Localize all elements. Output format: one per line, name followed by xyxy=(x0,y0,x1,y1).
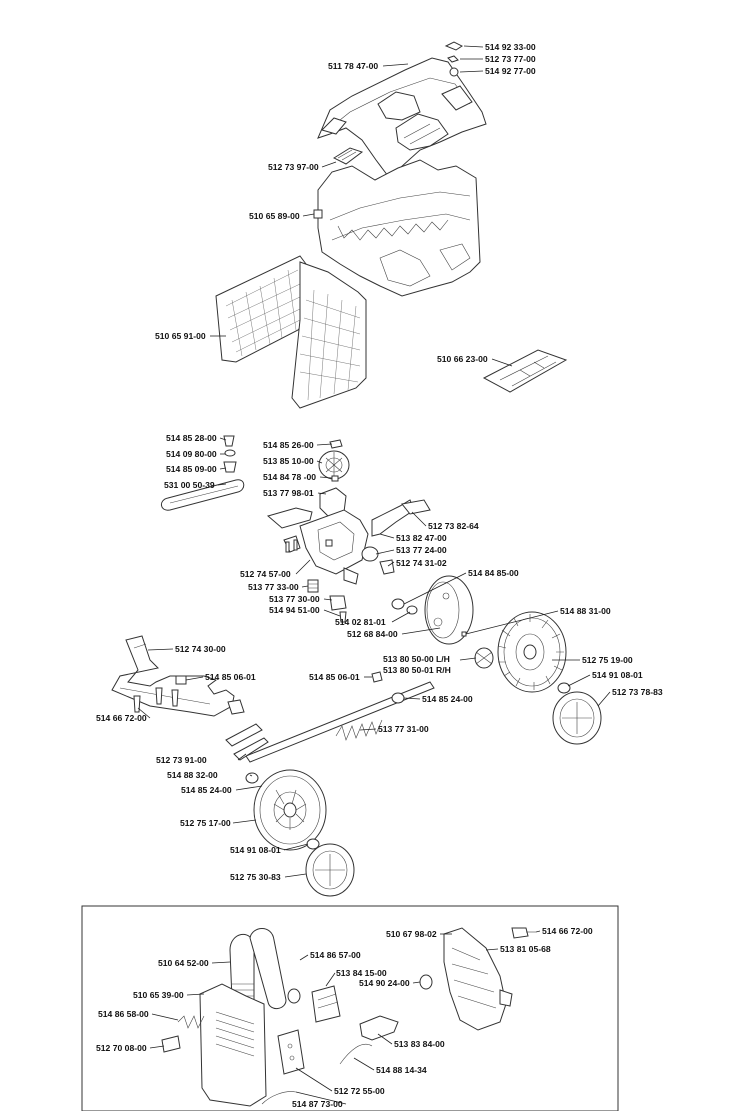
callout-label: 514 90 24-00 xyxy=(359,978,410,988)
callout-label: 514 84 85-00 xyxy=(468,568,519,578)
callout-label: 512 74 31-02 xyxy=(396,558,447,568)
callout-label: 513 83 84-00 xyxy=(394,1039,445,1049)
callout-label: 514 09 80-00 xyxy=(166,449,217,459)
screw-inset-part xyxy=(511,927,536,939)
pulley-part xyxy=(318,439,350,482)
spring-part xyxy=(335,719,383,741)
callout-label: 513 81 05-68 xyxy=(500,944,551,954)
callout-label: 514 88 31-00 xyxy=(560,606,611,616)
callout-label: 513 80 50-01 R/H xyxy=(383,665,451,675)
callout-label: 514 88 32-00 xyxy=(167,770,218,780)
callout-label: 513 85 10-00 xyxy=(263,456,314,466)
small-fasteners-left-part xyxy=(223,435,237,473)
callout-label: 512 74 30-00 xyxy=(175,644,226,654)
callout-label: 514 87 73-00 xyxy=(292,1099,343,1109)
callout-label: 514 02 81-01 xyxy=(335,617,386,627)
callout-label: 513 77 24-00 xyxy=(396,545,447,555)
callout-label: 513 77 33-00 xyxy=(248,582,299,592)
wheel-cap-right-part xyxy=(552,682,602,745)
switch-block-part xyxy=(311,985,341,1023)
callout-label: 510 67 98-02 xyxy=(386,929,437,939)
ring-inset-part xyxy=(287,988,301,1004)
callout-label: 513 77 30-00 xyxy=(269,594,320,604)
callout-label: 512 75 19-00 xyxy=(582,655,633,665)
callout-label: 514 85 26-00 xyxy=(263,440,314,450)
callout-label: 510 65 39-00 xyxy=(133,990,184,1000)
callout-label: 513 80 50-00 L/H xyxy=(383,654,450,664)
drive-gear-part xyxy=(474,647,494,669)
motor-cover-side-part xyxy=(443,927,513,1031)
callout-label: 512 73 77-00 xyxy=(485,54,536,64)
spring-inset-part xyxy=(161,1015,205,1053)
callout-label: 511 78 47-00 xyxy=(328,61,378,71)
callout-label: 512 70 08-00 xyxy=(96,1043,147,1053)
grass-bag-top-part xyxy=(317,57,487,177)
axle-part xyxy=(225,671,435,763)
callout-label: 514 88 14-34 xyxy=(376,1065,427,1075)
front-wheel-left-part xyxy=(253,769,327,851)
callout-label: 514 66 72-00 xyxy=(96,713,147,723)
rear-wheel-right-part xyxy=(497,611,567,693)
discharge-flap-part xyxy=(482,349,568,393)
callout-label: 514 84 78 -00 xyxy=(263,472,316,482)
cable-inset-part xyxy=(261,1015,399,1105)
callout-label: 514 92 33-00 xyxy=(485,42,536,52)
callout-label: 514 85 24-00 xyxy=(422,694,473,704)
callout-label: 514 85 28-00 xyxy=(166,433,217,443)
callout-label: 514 85 06-01 xyxy=(205,672,256,682)
transmission-assembly-part xyxy=(266,499,431,623)
height-adjust-bracket-part xyxy=(111,635,245,717)
belt-part xyxy=(161,479,245,511)
screws-left-part xyxy=(133,675,187,713)
callout-label: 513 77 31-00 xyxy=(378,724,429,734)
callout-label: 510 66 23-00 xyxy=(437,354,488,364)
fastener-group-top-part xyxy=(444,41,463,77)
bag-handle-piece-part xyxy=(332,147,364,165)
callout-label: 531 00 50-39 xyxy=(164,480,215,490)
callout-label: 510 64 52-00 xyxy=(158,958,209,968)
callout-label: 514 86 57-00 xyxy=(310,950,361,960)
grass-bag-mesh-panels-part xyxy=(215,255,367,409)
callout-label: 510 65 91-00 xyxy=(155,331,206,341)
grass-bag-frame-part xyxy=(313,159,481,297)
callout-label: 512 75 30-83 xyxy=(230,872,281,882)
callout-label: 514 94 51-00 xyxy=(269,605,320,615)
callout-label: 512 75 17-00 xyxy=(180,818,231,828)
callout-label: 513 84 15-00 xyxy=(336,968,387,978)
callout-label: 514 85 06-01 xyxy=(309,672,360,682)
lock-cap-part xyxy=(419,974,433,990)
circuit-board-part xyxy=(277,1029,305,1075)
callout-label: 514 85 24-00 xyxy=(181,785,232,795)
callout-label: 514 66 72-00 xyxy=(542,926,593,936)
callout-label: 514 91 08-01 xyxy=(592,670,643,680)
callout-label: 510 65 89-00 xyxy=(249,211,300,221)
wheel-hub-cover-part xyxy=(424,575,474,645)
callout-label: 512 73 78-83 xyxy=(612,687,663,697)
leader-lines xyxy=(137,45,611,1105)
callout-label: 514 92 77-00 xyxy=(485,66,536,76)
callout-label: 513 82 47-00 xyxy=(396,533,447,543)
callout-label: 514 85 09-00 xyxy=(166,464,217,474)
callout-label: 512 72 55-00 xyxy=(334,1086,385,1096)
wheel-cap-left-part xyxy=(305,838,355,897)
callout-label: 512 73 82-64 xyxy=(428,521,479,531)
callout-label: 514 86 58-00 xyxy=(98,1009,149,1019)
callout-label: 512 73 91-00 xyxy=(156,755,207,765)
callout-label: 513 77 98-01 xyxy=(263,488,314,498)
callout-label: 514 91 08-01 xyxy=(230,845,281,855)
callout-label: 512 73 97-00 xyxy=(268,162,319,172)
handle-upper-part xyxy=(229,928,287,1009)
handle-inset-frame xyxy=(81,905,619,1111)
callout-labels: 514 92 33-00 512 73 77-00 514 92 77-00 5… xyxy=(96,42,663,1109)
switch-housing-part xyxy=(199,983,267,1107)
callout-label: 512 68 84-00 xyxy=(347,629,398,639)
callout-label: 512 74 57-00 xyxy=(240,569,291,579)
